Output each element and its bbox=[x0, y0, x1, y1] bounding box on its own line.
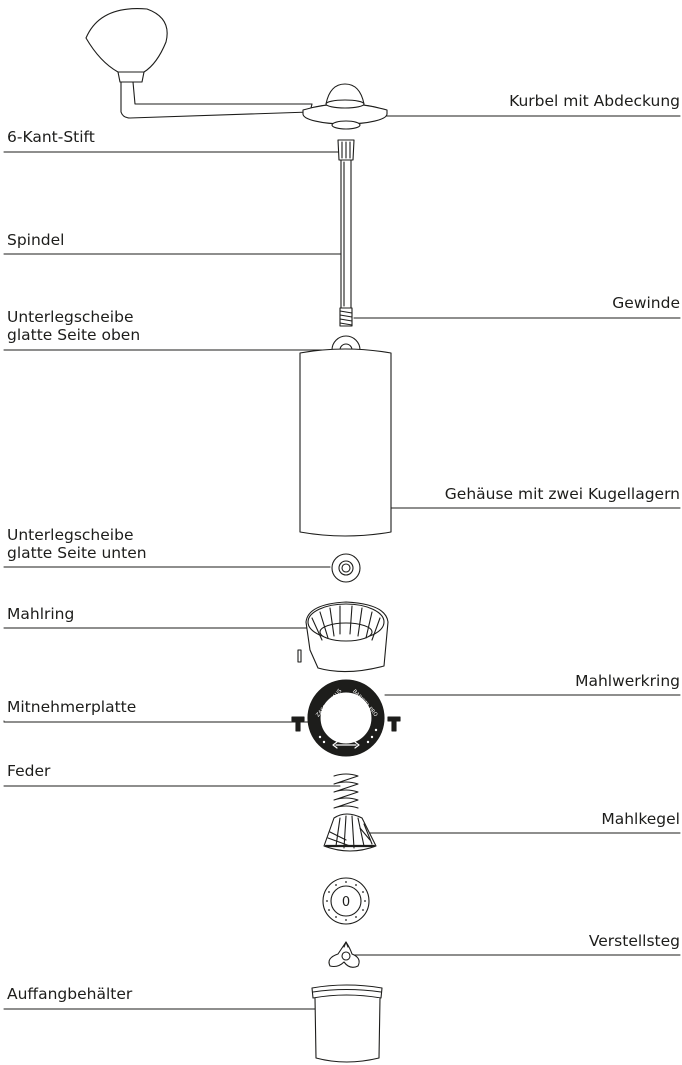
drive-plate bbox=[322, 877, 370, 925]
adjuster-tri-wing bbox=[328, 941, 360, 968]
label-grinder-ring: Mahlwerkring bbox=[575, 672, 680, 690]
housing-body bbox=[299, 348, 392, 537]
grind-ring bbox=[297, 601, 389, 673]
label-washer-bottom-line2: glatte Seite unten bbox=[7, 544, 147, 562]
label-crank: Kurbel mit Abdeckung bbox=[509, 92, 680, 110]
label-washer-top-line1: Unterlegscheibe bbox=[7, 308, 134, 326]
label-washer-bottom-line1: Unterlegscheibe bbox=[7, 526, 134, 544]
label-adjuster: Verstellsteg bbox=[588, 932, 680, 950]
crank-with-cover bbox=[85, 8, 388, 130]
label-hex-pin: 6-Kant-Stift bbox=[7, 128, 95, 146]
spring bbox=[333, 773, 359, 809]
burr-cone bbox=[323, 813, 377, 852]
label-spring: Feder bbox=[7, 762, 51, 780]
label-thread: Gewinde bbox=[612, 294, 680, 312]
label-spindle: Spindel bbox=[7, 231, 65, 249]
label-washer-top-line2: glatte Seite oben bbox=[7, 326, 141, 344]
dial-value: 0 bbox=[342, 895, 350, 910]
label-burr: Mahlkegel bbox=[601, 810, 680, 828]
label-catch-cup: Auffangbehälter bbox=[7, 985, 133, 1003]
label-grind-ring: Mahlring bbox=[7, 605, 75, 623]
washer-bottom bbox=[331, 553, 361, 583]
label-drive-plate: Mitnehmerplatte bbox=[7, 698, 137, 716]
grinder-ring bbox=[291, 679, 401, 757]
label-housing: Gehäuse mit zwei Kugellagern bbox=[444, 485, 680, 503]
spindle bbox=[337, 139, 355, 327]
catch-cup bbox=[311, 984, 383, 1063]
